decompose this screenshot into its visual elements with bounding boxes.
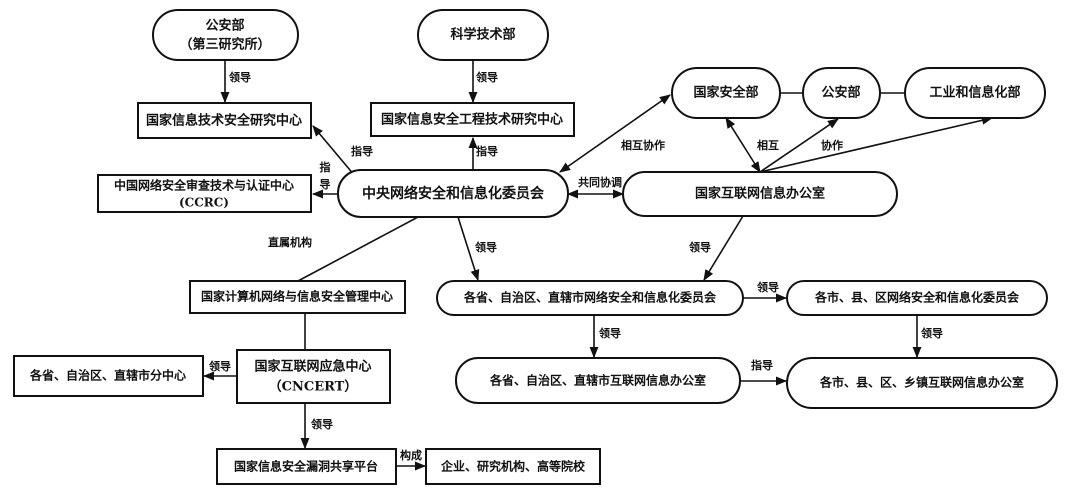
label-lead: 领导 [310, 417, 333, 431]
node-central-commission: 中央网络安全和信息化委员会 [337, 169, 569, 218]
label-guide: 指导 [351, 144, 373, 158]
label-lead: 领导 [208, 359, 231, 373]
node-label: 科学技术部 [450, 27, 515, 43]
node-prov-branches: 各省、自治区、直辖市分中心 [13, 355, 204, 397]
node-city-office: 各市、县、区、乡镇互联网信息办公室 [786, 357, 1058, 409]
edges [202, 60, 994, 471]
node-label: 各省、自治区、直辖市分中心 [29, 368, 186, 383]
node-label: （CNCERT） [269, 379, 358, 395]
node-label: （第三研究所） [179, 37, 270, 53]
node-cac: 国家互联网信息办公室 [622, 171, 898, 217]
label-lead: 领导 [474, 240, 497, 254]
node-label: 国家信息安全工程技术研究中心 [381, 112, 563, 128]
node-label: 公安部 [821, 85, 860, 101]
node-prov-office: 各省、自治区、直辖市互联网信息办公室 [455, 357, 741, 404]
label-guide-v1: 指 [320, 160, 331, 174]
node-label: 国家信息技术安全研究中心 [146, 113, 302, 129]
node-mss: 国家安全部 [671, 67, 781, 119]
node-label: 工业和信息化部 [929, 85, 1020, 101]
label-guide: 指导 [751, 358, 773, 372]
label-lead: 领导 [475, 70, 498, 84]
node-label: 中国网络安全审查技术与认证中心 [114, 178, 294, 193]
label-affiliated: 直属机构 [268, 235, 312, 249]
label-collab: 协作 [821, 138, 843, 152]
label-lead: 领导 [756, 280, 779, 294]
node-label: 各省、自治区、直辖市网络安全和信息化委员会 [463, 290, 717, 305]
node-label: 各省、自治区、直辖市互联网信息办公室 [489, 373, 706, 388]
label-mutual: 相互 [757, 138, 779, 152]
node-label: 国家互联网信息办公室 [695, 186, 825, 202]
node-label: (CCRC) [179, 196, 229, 210]
node-itsec-center: 国家信息技术安全研究中心 [137, 102, 312, 139]
node-label: 各市、县、区网络安全和信息化委员会 [814, 290, 1020, 305]
node-ccrc: 中国网络安全审查技术与认证中心 (CCRC) [97, 174, 312, 213]
label-coordinate: 共同协调 [578, 175, 622, 189]
label-cooperate: 相互协作 [621, 138, 665, 152]
label-lead: 领导 [688, 240, 711, 254]
node-cncert-parent: 国家计算机网络与信息安全管理中心 [189, 280, 406, 314]
node-label: 国家互联网应急中心 [254, 359, 371, 375]
node-label: 各市、县、区、乡镇互联网信息办公室 [819, 375, 1024, 390]
node-most: 科学技术部 [417, 9, 549, 61]
node-label: 国家信息安全漏洞共享平台 [234, 459, 378, 474]
node-city-commission: 各市、县、区网络安全和信息化委员会 [786, 280, 1048, 316]
node-label: 国家计算机网络与信息安全管理中心 [201, 289, 393, 304]
node-label: 中央网络安全和信息化委员会 [362, 185, 545, 202]
node-label: 企业、研究机构、高等院校 [440, 459, 586, 474]
label-guide-v2: 导 [320, 178, 331, 191]
node-miit: 工业和信息化部 [904, 67, 1046, 119]
node-cncert: 国家互联网应急中心 （CNCERT） [236, 349, 391, 404]
node-label: 国家安全部 [693, 85, 758, 101]
node-label: 公安部 [205, 18, 244, 34]
label-lead: 领导 [598, 326, 621, 340]
node-members: 企业、研究机构、高等院校 [425, 448, 601, 485]
node-mps: 公安部 [802, 67, 881, 119]
node-prov-commission: 各省、自治区、直辖市网络安全和信息化委员会 [436, 280, 744, 316]
node-iseng-center: 国家信息安全工程技术研究中心 [370, 102, 575, 137]
label-guide: 指导 [476, 144, 498, 158]
node-mps-third-institute: 公安部 （第三研究所） [152, 9, 299, 61]
edge-labels: 领导 领导 指导 指导 指 导 直属机构 领导 相互协作 共同协调 相互 协作 … [208, 70, 943, 462]
node-vuln-platform: 国家信息安全漏洞共享平台 [216, 448, 397, 485]
label-compose: 构成 [400, 448, 422, 462]
label-lead: 领导 [228, 70, 251, 84]
label-lead: 领导 [920, 326, 943, 340]
